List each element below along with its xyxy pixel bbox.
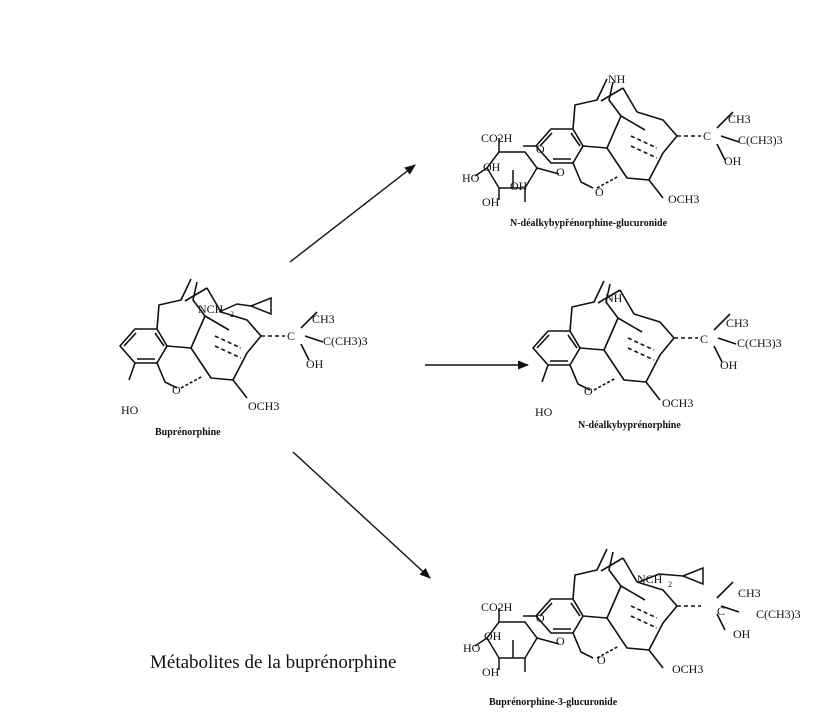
hydroxyl-3-label: OH xyxy=(510,179,528,193)
hydroxyl-4-label: OH xyxy=(482,195,500,209)
link-o-label: O xyxy=(556,634,565,648)
carbon-label: C xyxy=(703,129,711,143)
methoxy-label: OCH3 xyxy=(662,396,693,410)
dealkyl-caption: N-déalkybyprénorphine xyxy=(578,420,681,431)
diagram-title: Métabolites de la buprénorphine xyxy=(150,652,397,673)
oh-label: OH xyxy=(724,154,742,168)
link-o-label: O xyxy=(556,165,565,179)
hydroxyl-2-label: OH xyxy=(484,629,502,643)
buprenorphine-structure xyxy=(119,278,324,399)
methyl-label: CH3 xyxy=(312,312,335,326)
svg-text:2: 2 xyxy=(668,580,672,589)
bup-glucuronide-structure xyxy=(474,548,740,673)
hydroxyl-1-label: HO xyxy=(463,641,481,655)
dealkyl-structure xyxy=(532,280,737,401)
carboxyl-label: CO2H xyxy=(481,131,513,145)
bup-glucuronide-caption: Buprénorphine-3-glucuronide xyxy=(489,697,618,708)
n-substituent-label: NCH xyxy=(637,572,663,586)
ring-o-label: O xyxy=(536,142,545,156)
methyl-label: CH3 xyxy=(726,316,749,330)
dealkyl-glucuronide-structure xyxy=(474,78,740,203)
dealkyl-glucuronide-atoms: NH CO2H O O HO OH OH OH CH3 C C(CH3)3 OH… xyxy=(462,72,783,209)
dealkyl-atoms: NH HO CH3 C C(CH3)3 OH O OCH3 xyxy=(535,291,782,419)
carbon-label: C xyxy=(700,332,708,346)
hydroxyl-label: HO xyxy=(121,403,139,417)
tbutyl-label: C(CH3)3 xyxy=(756,607,801,621)
methoxy-label: OCH3 xyxy=(672,662,703,676)
bridge-o-label: O xyxy=(597,653,606,667)
amine-label: NH xyxy=(608,72,626,86)
methoxy-label: OCH3 xyxy=(248,399,279,413)
buprenorphine-caption: Buprénorphine xyxy=(155,427,221,438)
carbon-label: C xyxy=(717,604,725,618)
ring-o-label: O xyxy=(584,384,593,398)
amine-label: NH xyxy=(605,291,623,305)
methyl-label: CH3 xyxy=(728,112,751,126)
oh-label: OH xyxy=(733,627,751,641)
ring-o-label: O xyxy=(536,611,545,625)
n-substituent-label: NCH xyxy=(198,302,224,316)
dealkyl-glucuronide-caption: N-déalkybypřénorphine-glucuronide xyxy=(510,218,668,229)
carboxyl-label: CO2H xyxy=(481,600,513,614)
carbon-label: C xyxy=(287,329,295,343)
oh-label: OH xyxy=(720,358,738,372)
tbutyl-label: C(CH3)3 xyxy=(323,334,368,348)
hydroxyl-3-label: OH xyxy=(482,665,500,679)
hydroxyl-1-label: HO xyxy=(462,171,480,185)
bup-glucuronide-atoms: NCH 2 CO2H O O HO OH OH CH3 C C(CH3)3 OH… xyxy=(463,572,801,679)
buprenorphine-atoms: NCH 2 HO CH3 C C(CH3)3 OH O OCH3 xyxy=(121,302,368,417)
svg-text:2: 2 xyxy=(230,310,234,319)
tbutyl-label: C(CH3)3 xyxy=(737,336,782,350)
bridge-o-label: O xyxy=(595,185,604,199)
arrow-to-bup-glucuronide xyxy=(292,451,431,579)
methyl-label: CH3 xyxy=(738,586,761,600)
tbutyl-label: C(CH3)3 xyxy=(738,133,783,147)
hydroxyl-2-label: OH xyxy=(483,160,501,174)
ring-o-label: O xyxy=(172,383,181,397)
oh-label: OH xyxy=(306,357,324,371)
arrow-to-glucuronide xyxy=(289,164,416,263)
hydroxyl-label: HO xyxy=(535,405,553,419)
methoxy-label: OCH3 xyxy=(668,192,699,206)
